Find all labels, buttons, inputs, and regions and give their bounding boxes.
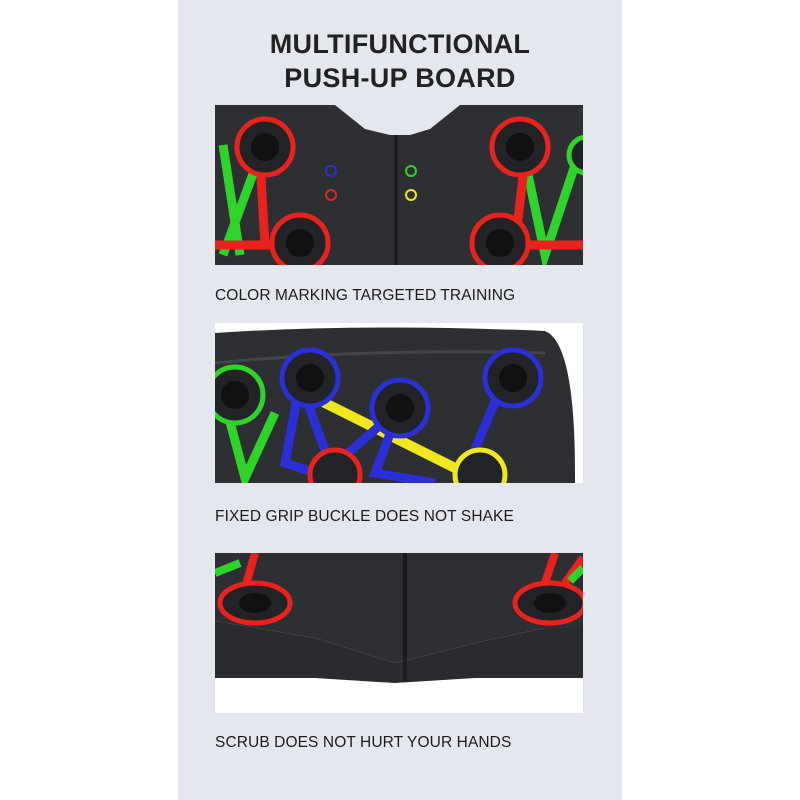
- caption-scrub: SCRUB DOES NOT HURT YOUR HANDS: [215, 734, 512, 751]
- page-title-line2: PUSH-UP BOARD: [284, 63, 516, 93]
- page-title-line1: MULTIFUNCTIONAL: [269, 29, 531, 59]
- board-photo-scrub: [215, 553, 583, 713]
- grip-hole: [234, 116, 296, 178]
- board-photo-color-marking: [215, 105, 583, 265]
- caption-color-marking: COLOR MARKING TARGETED TRAINING: [215, 287, 516, 304]
- board-photo-fixed-grip: [215, 323, 583, 483]
- caption-fixed-grip: FIXED GRIP BUCKLE DOES NOT SHAKE: [215, 508, 514, 525]
